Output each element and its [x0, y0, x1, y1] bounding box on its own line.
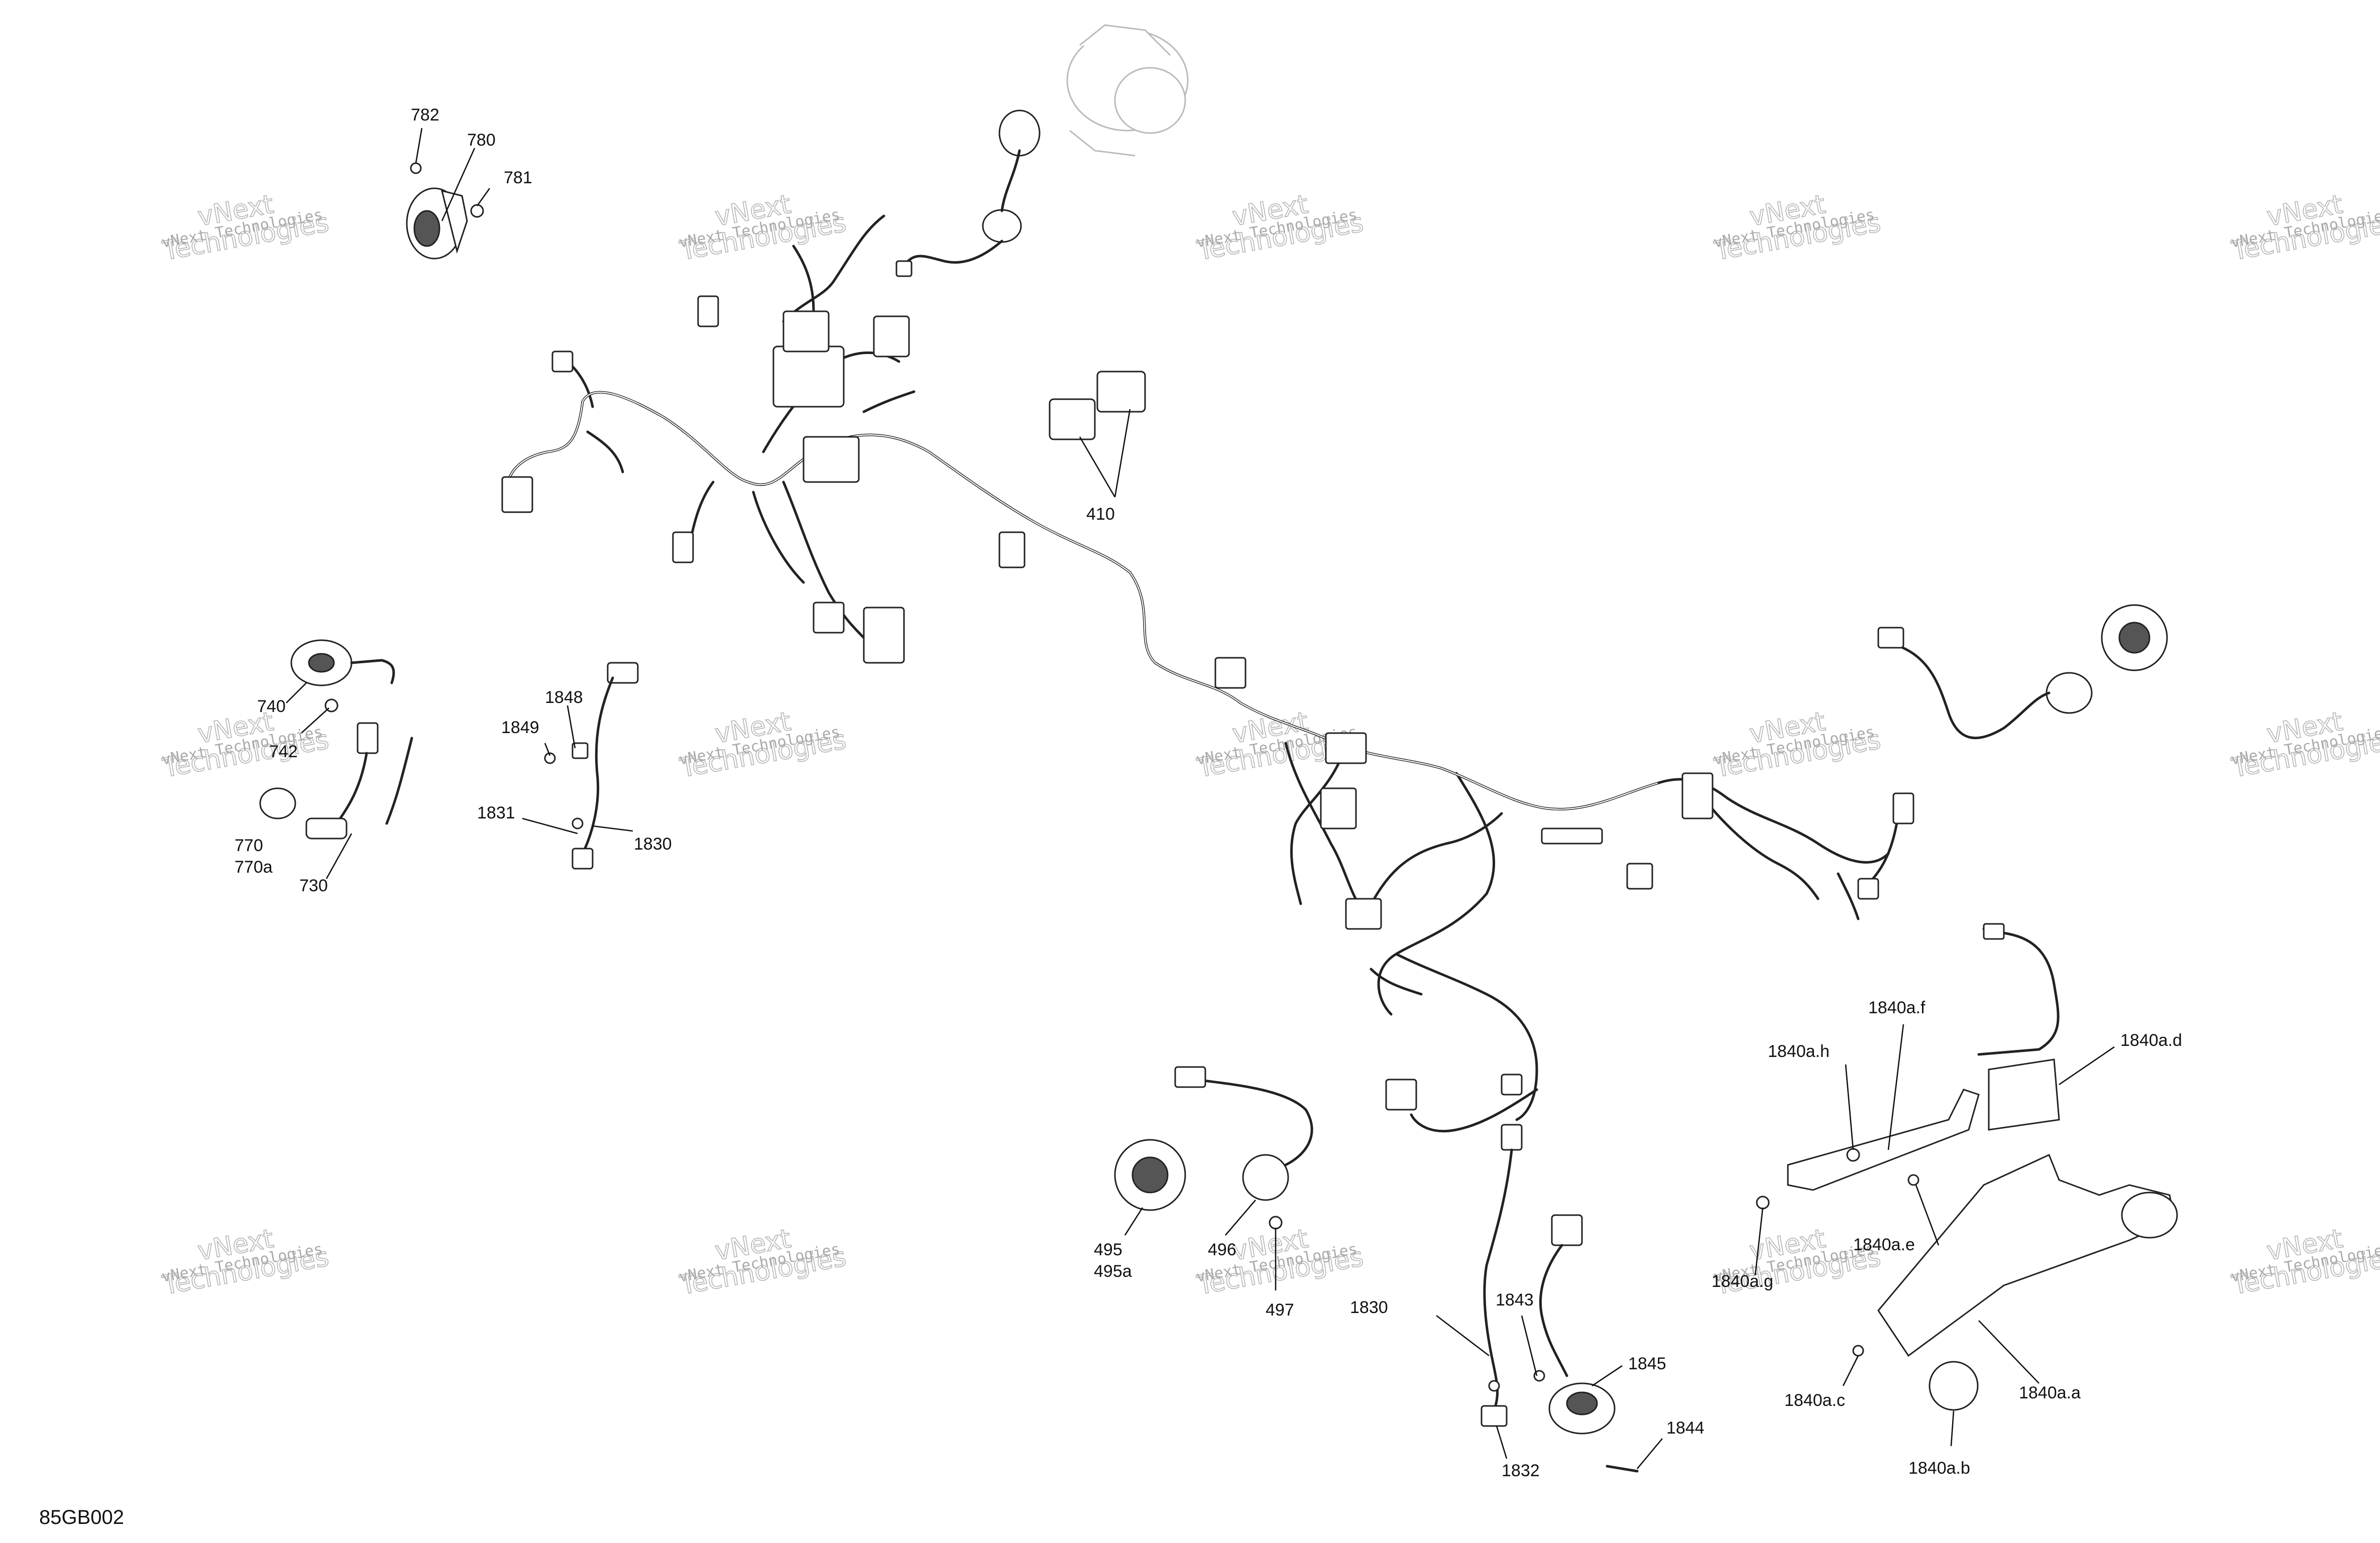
label-781: 781 [504, 168, 532, 187]
module-1845 [1533, 1214, 1639, 1473]
label-1830-lower: 1830 [1350, 1298, 1388, 1317]
label-1840a-a: 1840a.a [2019, 1383, 2081, 1402]
label-1840a-h: 1840a.h [1768, 1042, 1830, 1061]
speed-sensor-1830-upper [544, 662, 639, 870]
label-740: 740 [257, 697, 286, 716]
label-1830-upper: 1830 [634, 835, 672, 854]
label-495: 495 [1094, 1240, 1122, 1259]
ghost-front-assembly [1066, 24, 1189, 157]
label-1840a-c: 1840a.c [1784, 1391, 1845, 1410]
label-730: 730 [299, 876, 328, 895]
label-742: 742 [269, 742, 298, 761]
label-1840a-b: 1840a.b [1908, 1459, 1970, 1478]
label-1840a-f: 1840a.f [1868, 998, 1925, 1017]
label-770a: 770a [235, 858, 273, 877]
label-1840a-d: 1840a.d [2120, 1031, 2182, 1050]
relays-410 [1049, 371, 1146, 440]
label-1831: 1831 [477, 803, 515, 822]
label-1840a-g: 1840a.g [1712, 1272, 1773, 1291]
speed-sensor-1830-lower [1481, 1124, 1523, 1427]
label-1844: 1844 [1666, 1418, 1705, 1438]
label-1843: 1843 [1496, 1290, 1534, 1310]
label-1832: 1832 [1502, 1461, 1540, 1480]
label-1848: 1848 [545, 688, 583, 707]
label-782: 782 [411, 105, 439, 125]
left-sensor-group [259, 639, 413, 840]
lamp-495-496 [1114, 1066, 1313, 1230]
callout-labels: 782 780 781 410 740 742 770 770a 730 184… [235, 105, 2182, 1480]
right-headlamp [1877, 604, 2168, 740]
label-410: 410 [1086, 505, 1115, 524]
upper-connector-harness [895, 109, 1041, 277]
label-780: 780 [467, 131, 496, 150]
label-497: 497 [1266, 1300, 1294, 1320]
drawing-code: 85GB002 [39, 1506, 124, 1528]
label-1849: 1849 [501, 718, 539, 737]
label-1840a-e: 1840a.e [1853, 1235, 1915, 1254]
label-495a: 495a [1094, 1262, 1132, 1281]
leader-lines [286, 128, 2115, 1469]
label-770: 770 [235, 836, 263, 855]
bracket-assembly-1840a [1756, 923, 2178, 1411]
main-wiring-harness [501, 214, 1914, 1133]
horn-780 [406, 162, 484, 260]
label-1845: 1845 [1628, 1354, 1666, 1373]
label-496: 496 [1208, 1240, 1236, 1259]
